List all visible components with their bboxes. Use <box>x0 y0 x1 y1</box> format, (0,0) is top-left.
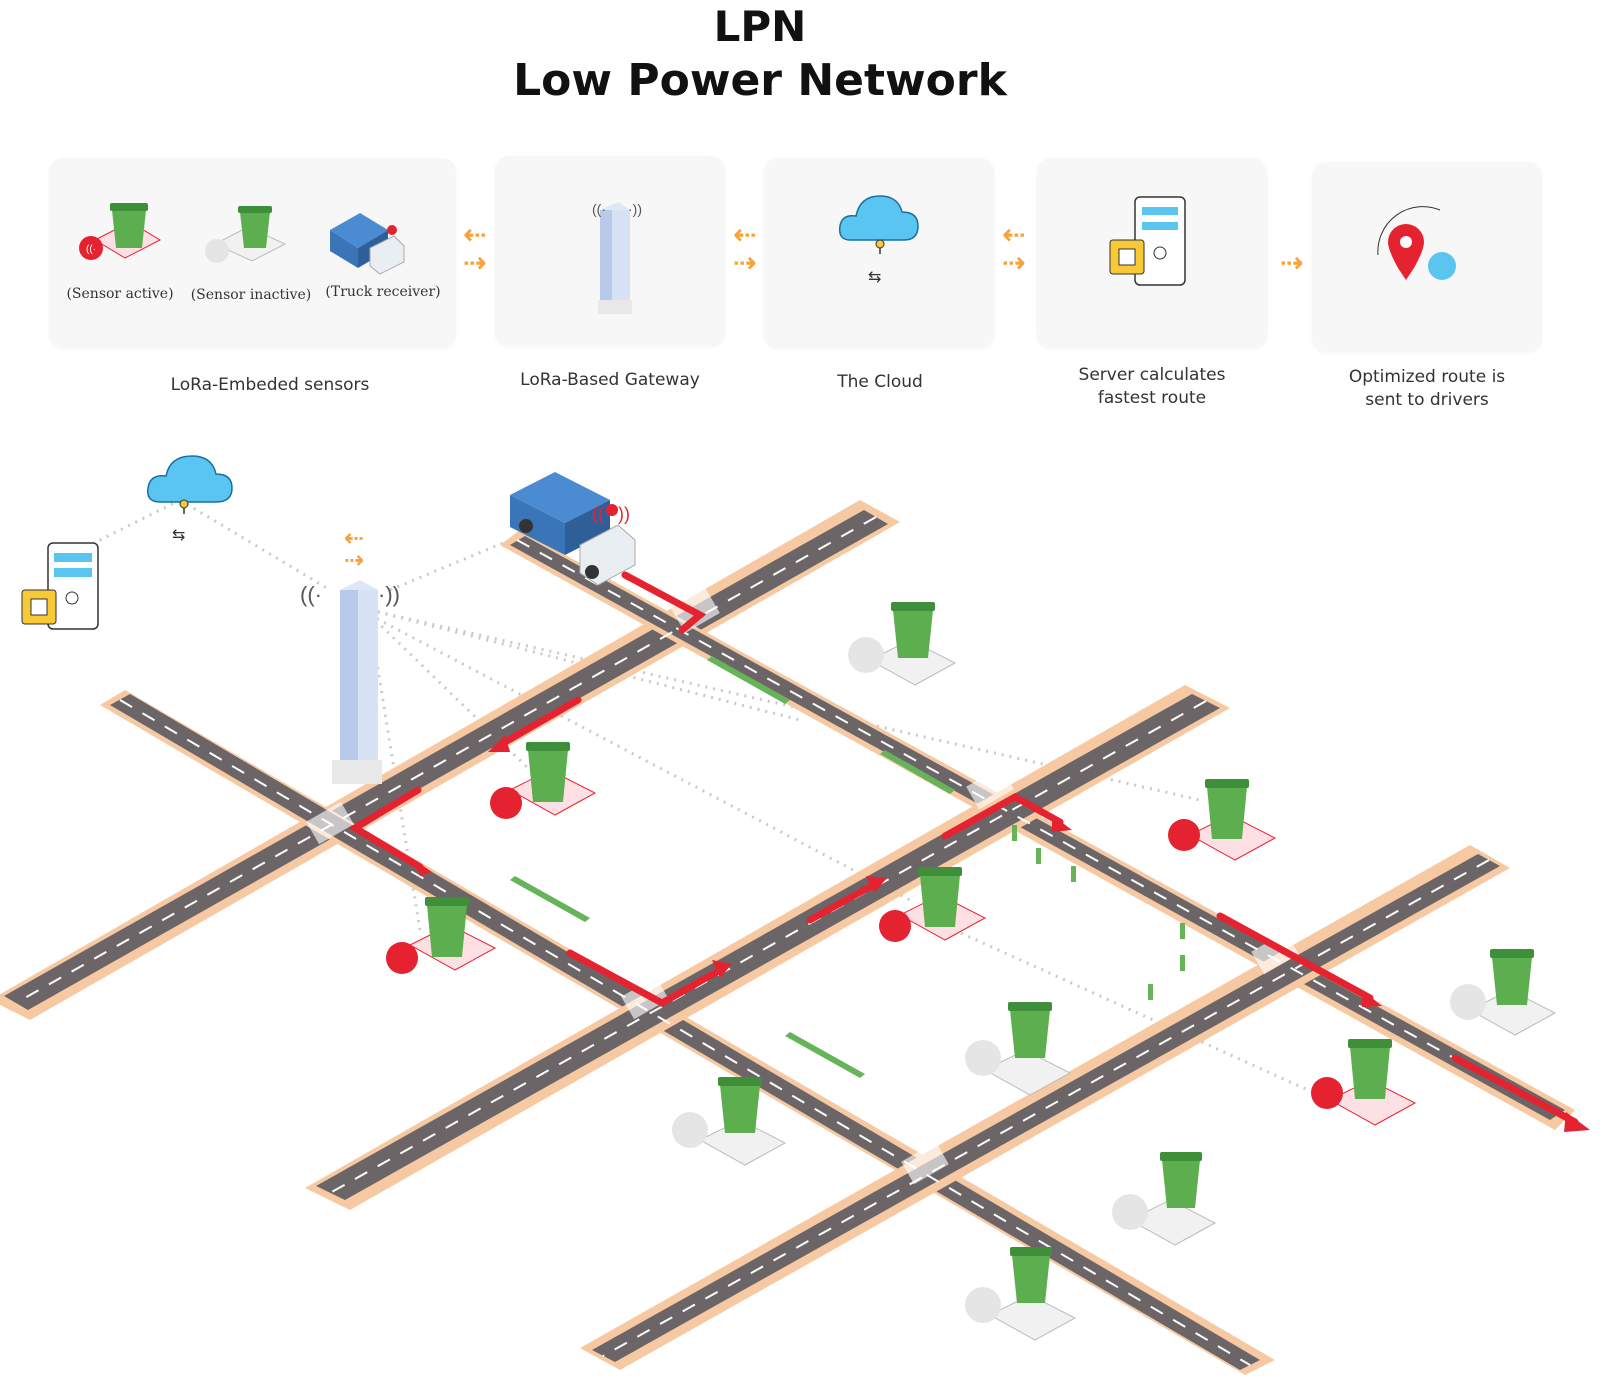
route-path <box>348 571 1590 1132</box>
arrow-left-icon: ⇠ <box>733 219 757 250</box>
arrow-right-icon: ⇢ <box>733 247 757 278</box>
location-pin-icon <box>1377 206 1456 280</box>
svg-text:((: (( <box>592 504 604 524</box>
active-bin-icon <box>879 867 987 942</box>
caption-sensor-active: (Sensor active) <box>66 286 174 302</box>
tower-icon: ((· ·)) <box>592 201 642 314</box>
svg-text:((·: ((· <box>592 201 606 217</box>
route-card <box>1312 162 1542 352</box>
inactive-bin-icon <box>205 206 287 263</box>
svg-text:⇆: ⇆ <box>172 527 185 544</box>
arrow-right-icon: ⇢ <box>1002 247 1026 278</box>
svg-text:⇠: ⇠ <box>344 525 364 552</box>
arrow-right-icon: ⇢ <box>463 247 487 278</box>
label-sensors: LoRa-Embeded sensors <box>170 375 370 395</box>
active-bin-icon <box>1168 779 1277 861</box>
inactive-bin-icon <box>1112 1152 1217 1246</box>
svg-text:((·: ((· <box>300 582 322 607</box>
server-icon <box>1109 196 1186 286</box>
truck-icon <box>330 213 405 275</box>
map-truck-icon: (( )) <box>510 472 636 586</box>
cloud-card <box>764 158 994 348</box>
inactive-bin-icon <box>1450 949 1557 1036</box>
svg-text:)): )) <box>618 504 630 524</box>
active-bin-icon <box>1311 1039 1417 1126</box>
inactive-bin-icon <box>965 1247 1077 1341</box>
arrow-right-icon: ⇢ <box>1280 247 1304 278</box>
label-route-line2: sent to drivers <box>1365 390 1489 410</box>
cloud-icon: ⇆ <box>838 195 919 286</box>
label-server: Server calculates fastest route <box>1037 364 1267 410</box>
caption-truck-receiver: (Truck receiver) <box>325 284 441 300</box>
map-server-icon <box>21 542 99 630</box>
svg-text:⇆: ⇆ <box>868 269 881 286</box>
hedges <box>510 656 955 1078</box>
label-server-line2: fastest route <box>1097 388 1207 408</box>
inactive-bin-icon <box>848 602 957 686</box>
inactive-bin-icon <box>672 1077 787 1166</box>
label-route: Optimized route is sent to drivers <box>1312 366 1542 412</box>
label-server-line1: Server calculates <box>1078 365 1226 385</box>
map-tower-icon: ((· ·)) ⇠ ⇢ <box>300 525 400 784</box>
active-bin-icon: ((· <box>79 203 162 260</box>
bins <box>386 602 1557 1341</box>
label-cloud: The Cloud <box>837 372 923 392</box>
arrow-left-icon: ⇠ <box>463 219 487 250</box>
active-bin-icon <box>490 742 597 819</box>
map-cloud-icon: ⇆ <box>147 455 233 544</box>
label-gateway: LoRa-Based Gateway <box>520 370 700 390</box>
svg-text:((·: ((· <box>86 244 96 255</box>
svg-text:·)): ·)) <box>628 201 642 217</box>
caption-sensor-inactive: (Sensor inactive) <box>190 287 312 303</box>
page-subtitle: Low Power Network <box>513 55 1007 106</box>
page-title: LPN <box>713 2 807 51</box>
roads <box>0 500 1575 1375</box>
label-route-line1: Optimized route is <box>1348 367 1506 387</box>
trees <box>1012 825 1185 1000</box>
svg-text:·)): ·)) <box>378 582 400 607</box>
inactive-bin-icon <box>965 1002 1072 1096</box>
active-bin-icon <box>386 897 497 974</box>
arrow-left-icon: ⇠ <box>1002 219 1026 250</box>
svg-text:⇢: ⇢ <box>344 547 364 574</box>
